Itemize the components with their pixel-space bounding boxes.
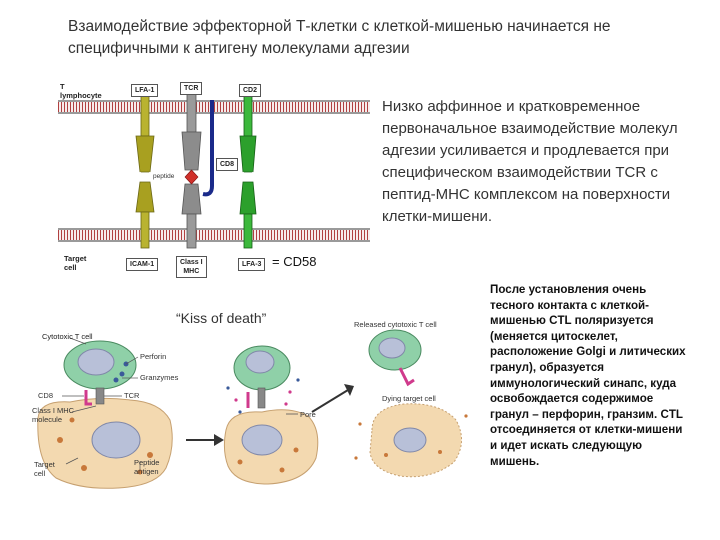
arrow-2 xyxy=(311,384,354,413)
lfa3-molecule xyxy=(239,181,257,249)
kiss-of-death-label: “Kiss of death” xyxy=(176,310,267,326)
class1-mhc-label: Class I MHC xyxy=(176,256,207,278)
cd2-label: CD2 xyxy=(239,84,262,97)
released-t-cell-label: Released cytotoxic T cell xyxy=(354,320,437,329)
cd8-kill-label: CD8 xyxy=(38,391,54,400)
peptide-antigen-label: Peptide antigen xyxy=(134,458,160,476)
stage1-target-cell xyxy=(37,397,173,489)
arrow-1 xyxy=(186,434,224,446)
leader-lines xyxy=(62,337,141,470)
cd8-label: CD8 xyxy=(216,158,239,171)
lfa3-label: LFA-3 xyxy=(238,258,266,271)
stage1-t-cell xyxy=(63,340,137,406)
peptide-icon xyxy=(184,169,199,185)
class1-mhc-kill-label: Class I MHC molecule xyxy=(32,406,75,424)
stage3-t-cell xyxy=(368,329,422,387)
lfa1-label: LFA-1 xyxy=(131,84,159,97)
peptide-mhc xyxy=(181,169,202,249)
target-cell-kill-label: Target cell xyxy=(34,460,55,478)
icam1-label: ICAM-1 xyxy=(126,258,159,271)
t-lymphocyte-label: T lymphocyte xyxy=(60,82,102,100)
paragraph-1: Низко аффинное и кратковременное первона… xyxy=(382,98,678,225)
peptide-label: peptide xyxy=(153,173,175,180)
pore-label: Pore xyxy=(300,410,316,419)
target-cell-label: Target cell xyxy=(64,254,87,272)
paragraph-2: После установления очень тесного контакт… xyxy=(490,283,686,468)
target-cell-membrane xyxy=(58,228,370,242)
cd8-molecule xyxy=(202,100,214,197)
stage3-dying-cell xyxy=(354,403,468,478)
stage2-target-cell xyxy=(223,409,319,485)
icam1-molecule xyxy=(135,181,155,249)
dying-target-cell-label: Dying target cell xyxy=(382,394,436,403)
tcr-kill-label: TCR xyxy=(124,391,140,400)
granzymes-label: Granzymes xyxy=(140,373,179,382)
stage2-t-cell xyxy=(226,345,300,415)
tcr-label: TCR xyxy=(180,82,203,95)
perforin-label: Perforin xyxy=(140,352,167,361)
cytotoxic-t-cell-label: Cytotoxic T cell xyxy=(42,332,93,341)
heading: Взаимодействие эффекторной Т-клетки с кл… xyxy=(68,18,611,57)
cd58-note: = CD58 xyxy=(272,254,317,269)
